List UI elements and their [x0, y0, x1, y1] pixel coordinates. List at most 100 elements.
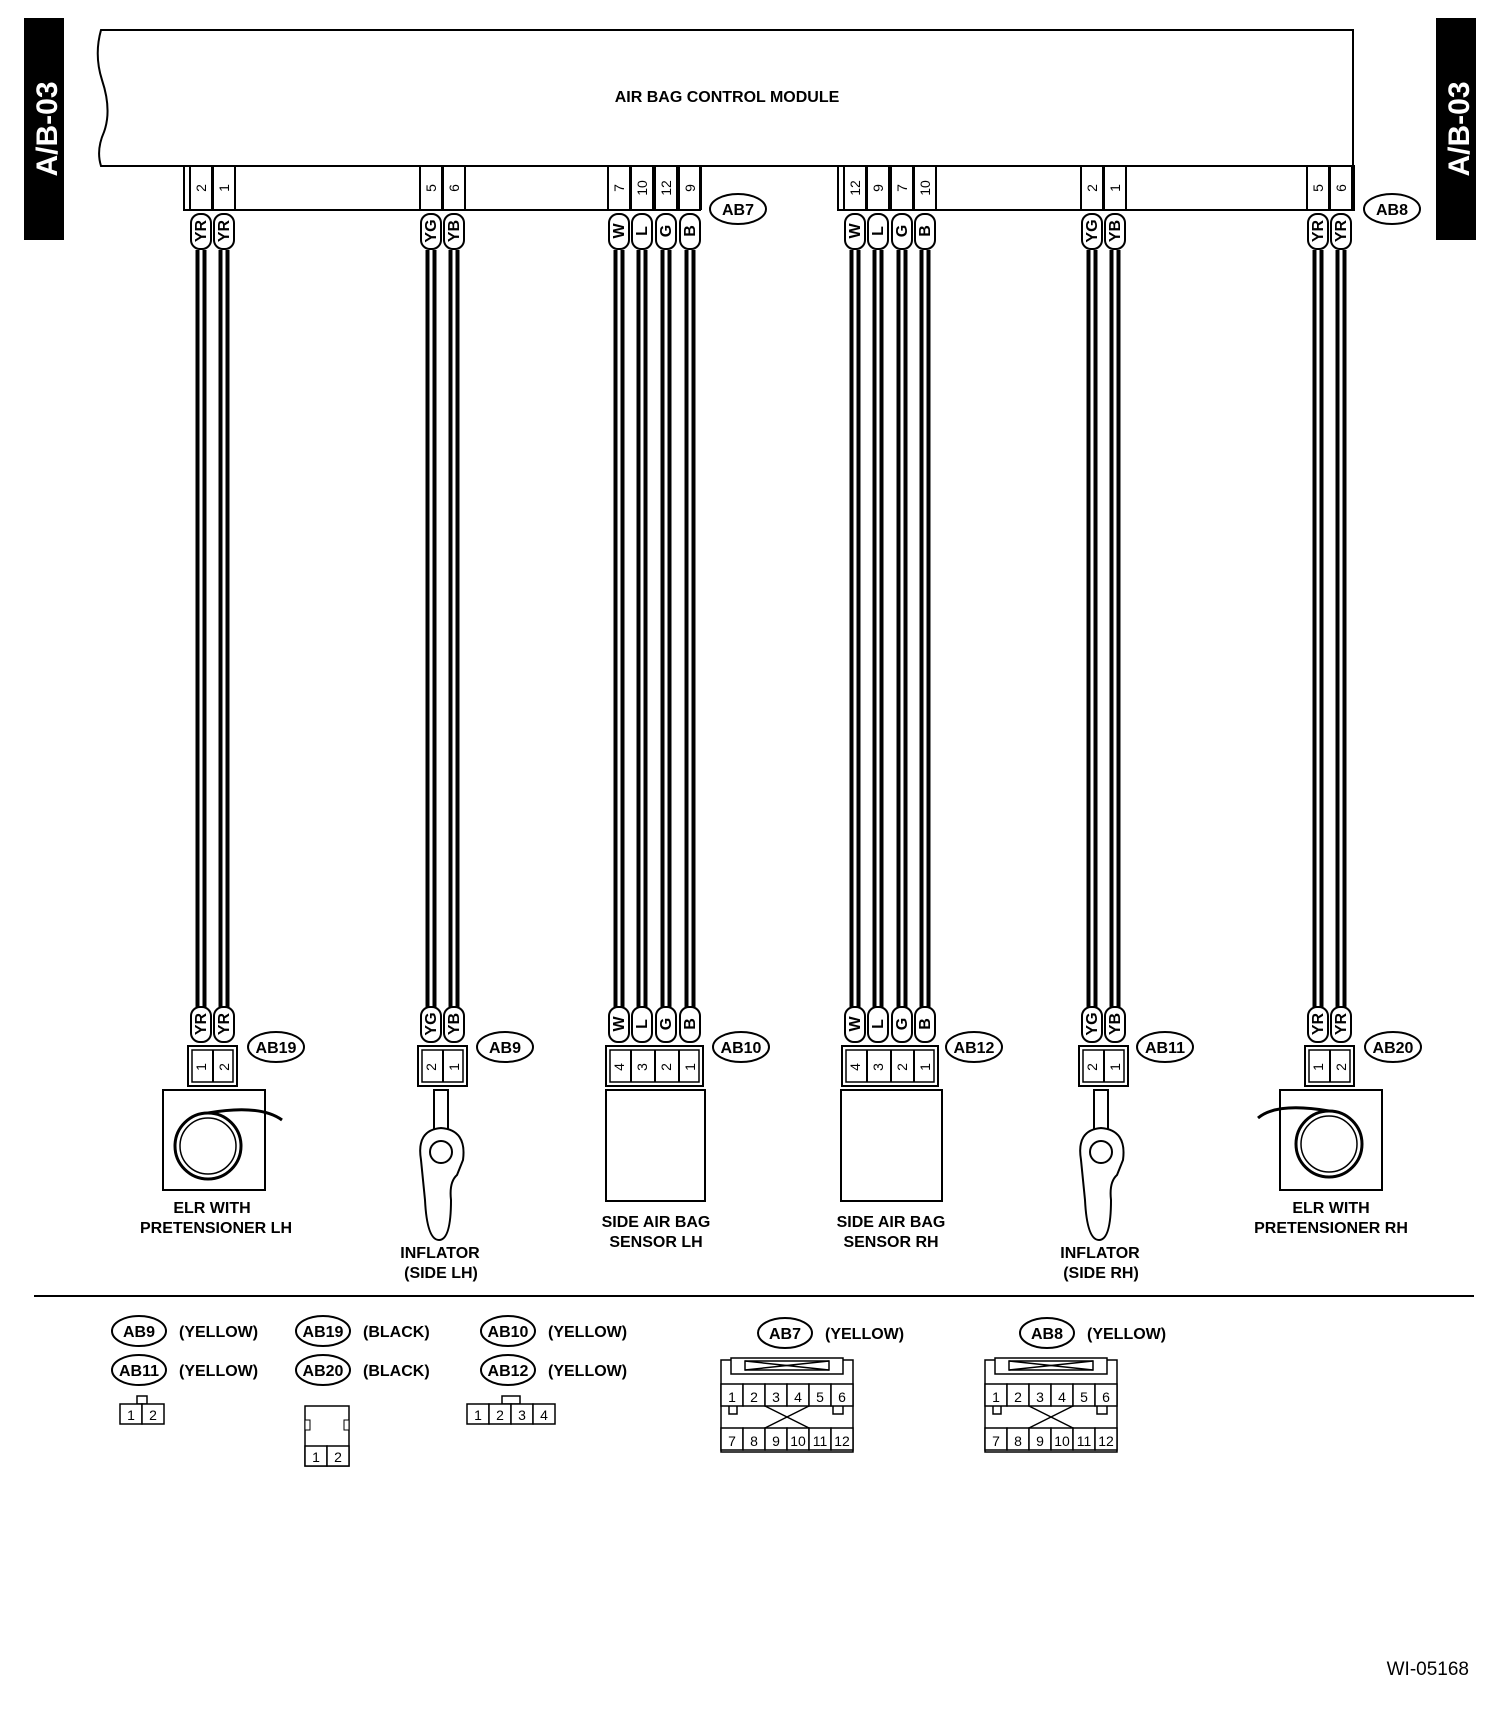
component-pin-number: 3 — [634, 1063, 650, 1071]
connector-id-label: AB19 — [256, 1040, 297, 1057]
pin-box-inner — [845, 1049, 935, 1083]
wire-color-tag — [1104, 213, 1126, 250]
inflator-side-lh: INFLATOR(SIDE LH) — [400, 1089, 480, 1282]
legend-color: (BLACK) — [363, 1363, 430, 1380]
wire-color-label: YR — [216, 219, 233, 242]
wire-color-tag — [608, 213, 630, 250]
face-cell — [532, 1403, 556, 1425]
wire-color-tag — [631, 1006, 653, 1043]
legend-color: (YELLOW) — [1087, 1326, 1166, 1343]
face-cell-number: 1 — [474, 1407, 482, 1423]
connector-id-label: AB8 — [1376, 202, 1408, 219]
face-cell-number: 9 — [1036, 1433, 1044, 1449]
component-label: SENSOR RH — [843, 1234, 938, 1251]
wire-color-tag — [844, 1006, 866, 1043]
connector-id-label: AB9 — [123, 1324, 155, 1341]
wire-color-tag — [1081, 1006, 1103, 1043]
connector-id-badge — [945, 1031, 1003, 1063]
face-cell-number: 5 — [816, 1389, 824, 1405]
wire-color-tag — [655, 1006, 677, 1043]
wire-color-label: L — [634, 1019, 651, 1029]
wire-color-label: YR — [1333, 1012, 1350, 1035]
module-pin-number: 7 — [611, 184, 627, 192]
face-cell-number: 6 — [838, 1389, 846, 1405]
wire-color-tag — [631, 213, 653, 250]
component-label: (SIDE LH) — [404, 1265, 478, 1282]
connector-id-badge — [1019, 1317, 1075, 1349]
control-module-title: AIR BAG CONTROL MODULE — [615, 89, 840, 106]
component-pin-number: 3 — [870, 1063, 886, 1071]
component-label: PRETENSIONER RH — [1254, 1220, 1408, 1237]
sensor-body — [840, 1089, 943, 1202]
component-label: INFLATOR — [1060, 1245, 1140, 1262]
module-pin-number: 10 — [917, 180, 933, 196]
component-pin-number: 4 — [611, 1063, 627, 1071]
face-cell-number: 12 — [1098, 1433, 1114, 1449]
face-cell-number: 4 — [794, 1389, 802, 1405]
face-cell — [830, 1427, 854, 1451]
component-pin-number: 2 — [216, 1063, 232, 1071]
inflator-side-rh: INFLATOR(SIDE RH) — [1060, 1089, 1140, 1282]
wire-color-tag — [213, 1006, 235, 1043]
legend-item: AB10 (YELLOW) — [480, 1315, 627, 1347]
wire-color-label: B — [917, 225, 934, 237]
connector-id-badge — [1136, 1031, 1194, 1063]
wire-color-label: L — [870, 1019, 887, 1029]
pin-box-inner — [609, 1049, 700, 1083]
wire-color-tag — [1330, 1006, 1352, 1043]
wire-color-label: W — [611, 223, 628, 239]
connector-id-label: AB10 — [488, 1324, 529, 1341]
legend-color: (YELLOW) — [548, 1324, 627, 1341]
wire-color-tag — [1307, 213, 1329, 250]
component-pin-number: 2 — [1333, 1063, 1349, 1071]
module-pin-number: 5 — [423, 184, 439, 192]
wire-color-label: W — [847, 223, 864, 239]
face-cell-number: 3 — [518, 1407, 526, 1423]
connector-id-badge — [1364, 1031, 1422, 1063]
module-pin-number: 1 — [216, 184, 232, 192]
wire-color-tag — [420, 1006, 442, 1043]
inflator-hole — [1089, 1140, 1113, 1164]
module-pin-number: 9 — [682, 184, 698, 192]
legend-item: AB11(YELLOW) — [111, 1354, 258, 1386]
component-pin-number: 1 — [682, 1063, 698, 1071]
wire-color-tag — [679, 1006, 701, 1043]
elr-belt — [207, 1108, 283, 1122]
component-pin-number: 1 — [917, 1063, 933, 1071]
wire-color-tag — [608, 1006, 630, 1043]
module-pin-number: 6 — [1333, 184, 1349, 192]
wire-color-tag — [914, 213, 936, 250]
module-pin-number: 10 — [634, 180, 650, 196]
connector-id-label: AB11 — [1145, 1040, 1185, 1057]
face-cell-number: 1 — [992, 1389, 1000, 1405]
legend-color: (BLACK) — [363, 1324, 430, 1341]
pin-box-inner — [1308, 1049, 1351, 1083]
wire-color-tag — [190, 213, 212, 250]
connector-id-label: AB8 — [1031, 1326, 1063, 1343]
inflator-stem — [1093, 1089, 1109, 1131]
connector-id-label: AB12 — [954, 1040, 995, 1057]
connector-id-label: AB19 — [303, 1324, 344, 1341]
wire-color-label: G — [894, 1018, 911, 1030]
face-cell — [1094, 1427, 1118, 1451]
connector-id-badge — [476, 1031, 534, 1063]
wire-color-label: G — [658, 225, 675, 237]
face-cell-number: 8 — [750, 1433, 758, 1449]
page-tag-right-text: A/B-03 — [1443, 81, 1476, 176]
page-tag-right: A/B-03 — [1436, 18, 1476, 240]
wire-color-label: YB — [446, 220, 463, 242]
sensor-body — [605, 1089, 706, 1202]
wire-color-label: B — [917, 1018, 934, 1030]
component-label: SIDE AIR BAG — [602, 1214, 711, 1231]
connector-id-label: AB10 — [721, 1040, 762, 1057]
connector-legend: AB9(YELLOW)AB11(YELLOW)AB19(BLACK)AB20(B… — [111, 1315, 1166, 1386]
